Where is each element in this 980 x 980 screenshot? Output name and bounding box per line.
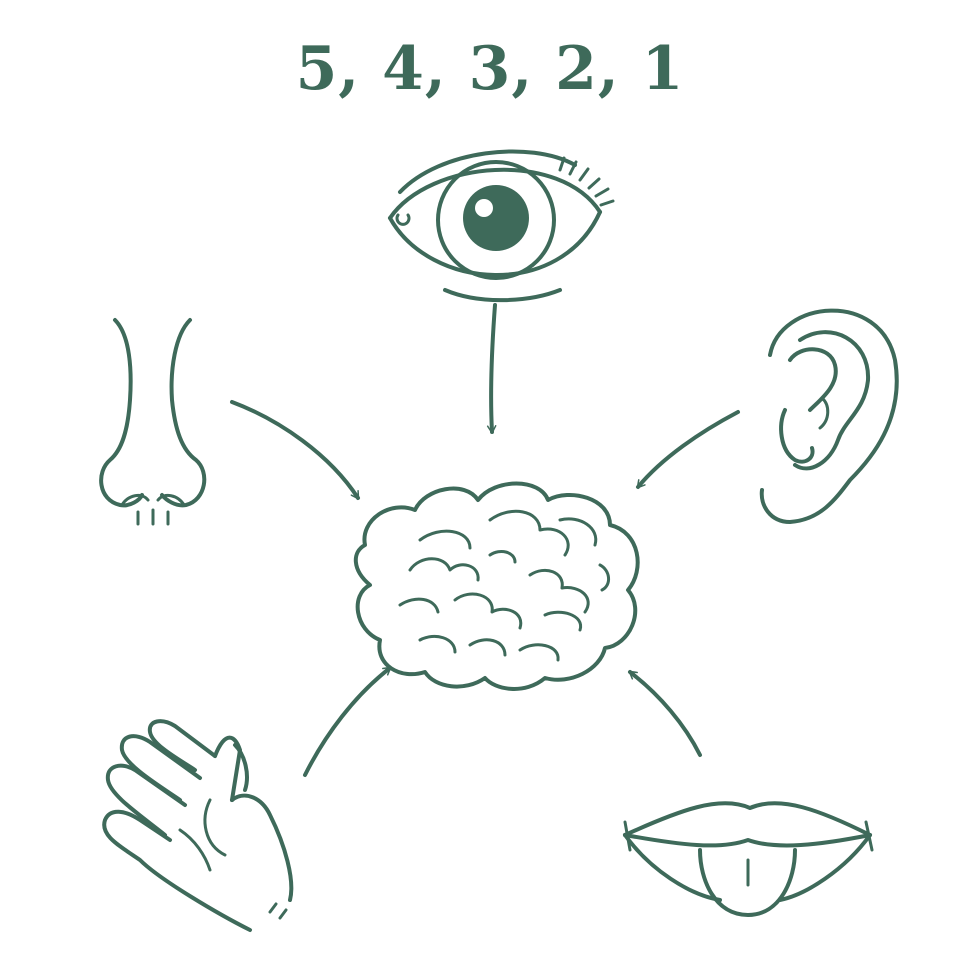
ear-icon [759, 308, 899, 524]
mouth-tongue-icon [623, 801, 874, 917]
hand-icon [102, 719, 294, 932]
arrow-ear-to-brain [636, 410, 740, 489]
arrow-nose-to-brain [230, 400, 360, 500]
nose-icon [99, 318, 207, 526]
brain-icon [353, 481, 640, 691]
arrows [230, 303, 740, 777]
arrow-eye-to-brain [486, 303, 497, 434]
arrow-mouth-to-brain [628, 670, 702, 757]
diagram-title: 5, 4, 3, 2, 1 [295, 34, 685, 104]
arrow-hand-to-brain [303, 666, 392, 777]
eye-icon [388, 149, 615, 303]
